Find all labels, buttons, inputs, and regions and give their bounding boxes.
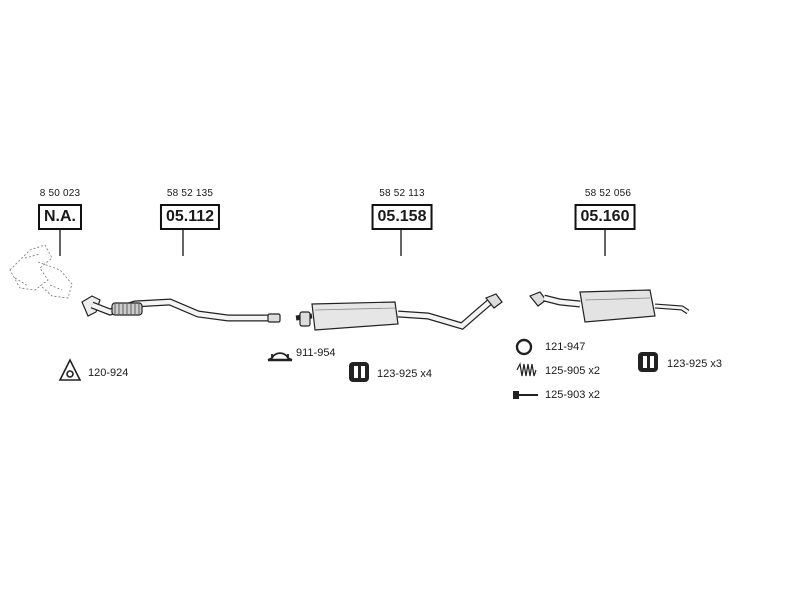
rubber-mount-icon — [349, 362, 369, 382]
accessory-label: 125-903 x2 — [545, 389, 601, 401]
rubber-mount-icon — [638, 352, 658, 372]
clamp-icon — [267, 352, 293, 362]
part-code-box[interactable]: 05.160 — [574, 204, 636, 230]
oe-number: 8 50 023 — [39, 188, 81, 199]
rear-silencer-05160 — [529, 289, 690, 323]
gasket-triangle-icon — [58, 358, 82, 381]
oe-number: 58 52 113 — [379, 188, 425, 199]
accessory-label: 911-954 — [296, 347, 336, 359]
accessory-label: 121-947 — [545, 341, 586, 353]
oe-number: 58 52 135 — [166, 188, 214, 199]
accessory-label: 123-925 x4 — [377, 368, 433, 380]
bolt-icon — [513, 391, 538, 399]
center-silencer-05158 — [295, 293, 503, 331]
accessory-label: 125-905 x2 — [545, 365, 601, 377]
manifold-sketch — [9, 244, 73, 299]
front-pipe-05112 — [81, 295, 281, 323]
part-code-box[interactable]: 05.112 — [159, 204, 221, 230]
oe-number: 58 52 056 — [584, 188, 632, 199]
part-code-box[interactable]: N.A. — [38, 204, 82, 230]
spring-icon — [516, 362, 537, 377]
part-code-box[interactable]: 05.158 — [371, 204, 433, 230]
accessory-label: 123-925 x3 — [667, 358, 723, 370]
ring-gasket-icon — [515, 338, 533, 356]
accessory-label: 120-924 — [88, 367, 129, 379]
